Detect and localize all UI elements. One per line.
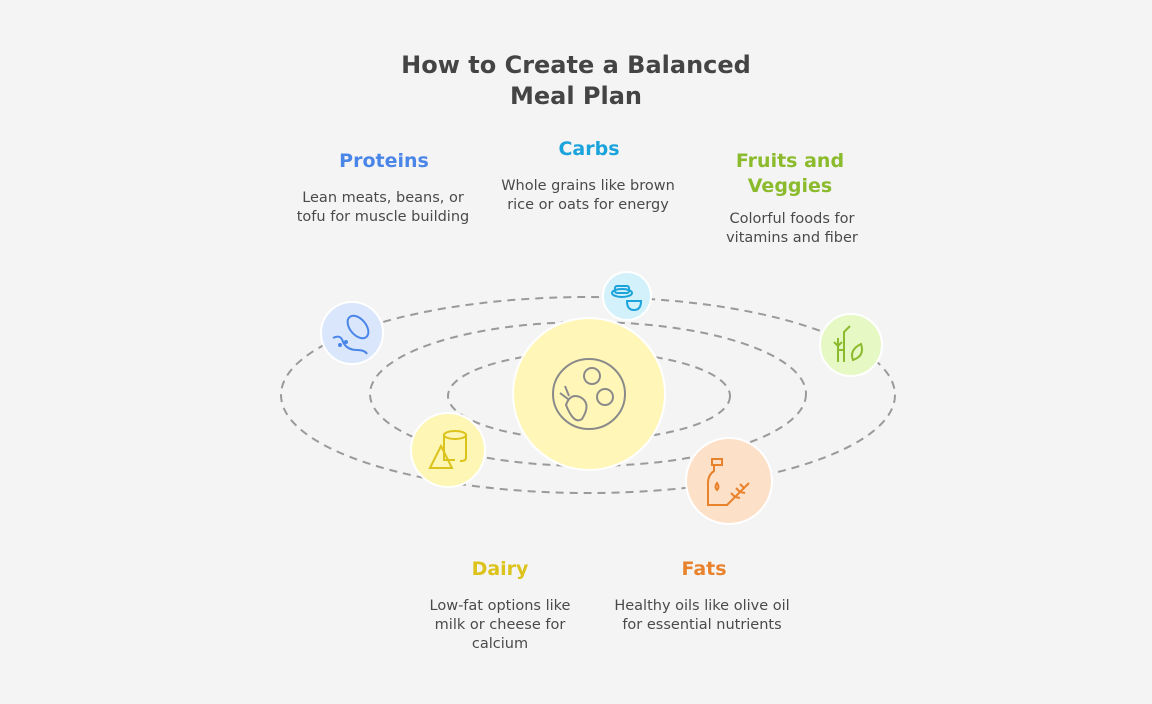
proteins-label: Proteins bbox=[339, 150, 429, 172]
bread-bowl-icon bbox=[611, 285, 643, 312]
outer-orbit bbox=[280, 296, 896, 494]
dairy-circle bbox=[410, 412, 486, 488]
carbs-description: Whole grains like brown rice or oats for… bbox=[501, 178, 675, 213]
fats-circle bbox=[685, 437, 773, 525]
fruits-circle bbox=[819, 313, 883, 377]
oil-bottle-icon bbox=[707, 458, 750, 506]
fats-label: Fats bbox=[681, 558, 727, 580]
carbs-label: Carbs bbox=[558, 138, 620, 160]
peanut-icon bbox=[332, 314, 370, 355]
page-title: How to Create a Balanced Meal Plan bbox=[401, 51, 751, 110]
proteins-description: Lean meats, beans, or tofu for muscle bu… bbox=[296, 190, 470, 225]
cheese-cone-icon bbox=[428, 430, 467, 469]
plant-leaf-icon bbox=[833, 325, 863, 362]
fruits-label: Fruits and Veggies bbox=[735, 150, 845, 197]
fats-description: Healthy oils like olive oil for essentia… bbox=[614, 598, 790, 633]
fruits-description: Colorful foods for vitamins and fiber bbox=[726, 211, 858, 246]
dairy-label: Dairy bbox=[471, 558, 529, 580]
dairy-description: Low-fat options like milk or cheese for … bbox=[429, 598, 571, 652]
plate-carrot-broccoli-icon bbox=[552, 358, 626, 430]
center-circle bbox=[512, 317, 666, 471]
